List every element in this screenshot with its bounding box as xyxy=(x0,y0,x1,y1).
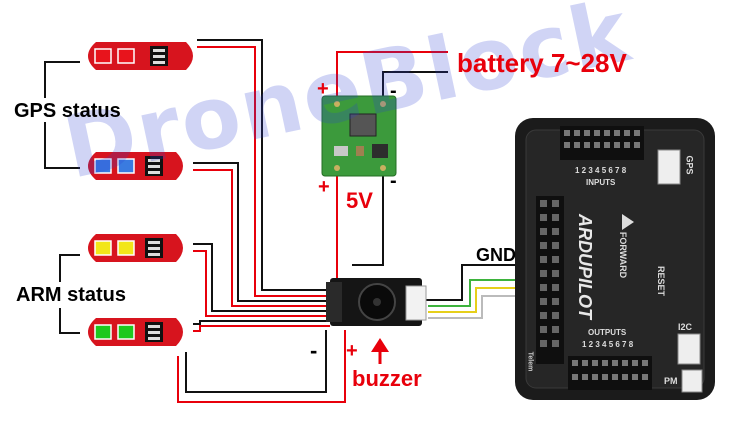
gps-group-line-top xyxy=(44,61,80,98)
outputs-numbers: 1 2 3 4 5 6 7 8 xyxy=(582,340,634,349)
forward-label: FORWARD xyxy=(618,231,629,279)
buzzer-module xyxy=(326,278,427,326)
gps-group-line-bottom xyxy=(44,122,80,169)
outputs-label: OUTPUTS xyxy=(588,328,627,337)
five-volt-label: 5V xyxy=(346,188,373,213)
inputs-numbers: 1 2 3 4 5 6 7 8 xyxy=(575,166,627,175)
ardupilot-brand: ARDUPILOT xyxy=(575,214,595,319)
buzzer-label: buzzer xyxy=(352,366,422,391)
battery-label: battery 7~28V xyxy=(457,48,627,78)
i2c-connector xyxy=(677,333,701,365)
gnd-wire xyxy=(420,264,560,301)
led2-wire-b xyxy=(193,169,330,307)
led3-wire-a xyxy=(193,243,330,312)
arm-status-label: ARM status xyxy=(16,284,127,306)
flight-controller xyxy=(515,118,715,400)
telem-port-label: Telem xyxy=(526,351,534,372)
led-board-2 xyxy=(88,152,183,180)
gps-connector xyxy=(657,149,681,185)
buzzer-arrow-icon xyxy=(371,338,389,364)
forward-arrow-icon xyxy=(622,214,634,230)
gps-status-label: GPS status xyxy=(14,100,121,122)
gps-port-label: GPS xyxy=(684,155,695,175)
inputs-label: INPUTS xyxy=(586,178,616,187)
minus-mid-label: - xyxy=(390,170,397,192)
led-board-1 xyxy=(88,42,193,70)
signal-wire-green xyxy=(428,279,552,307)
gnd-label: GND xyxy=(476,245,516,265)
led-board-3 xyxy=(88,234,183,262)
arm-group-line-bottom xyxy=(59,308,80,334)
pm-connector xyxy=(681,369,703,393)
regulator-gnd-wire xyxy=(352,176,384,266)
arm-group-line-top xyxy=(59,254,80,282)
led-1-left xyxy=(94,48,112,64)
led2-wire-a xyxy=(193,162,330,302)
led-board-4 xyxy=(88,318,183,346)
signal-wire-yellow xyxy=(428,287,552,313)
voltage-regulator xyxy=(321,95,397,177)
battery-minus-wire xyxy=(382,71,448,98)
led4-wire-a xyxy=(193,320,330,325)
plus-top-label: + xyxy=(317,78,329,100)
led-1-right xyxy=(117,48,135,64)
minus-top-label: - xyxy=(390,80,397,102)
plus-bottom-label: + xyxy=(346,340,358,362)
reset-label: RESET xyxy=(656,265,667,297)
led1-wire-b xyxy=(197,46,330,297)
plus-mid-label: + xyxy=(318,176,330,198)
i2c-port-label: I2C xyxy=(678,322,693,332)
led3-wire-b xyxy=(193,250,330,317)
led4-wire-b xyxy=(193,325,330,332)
led1-wire-a xyxy=(197,39,330,291)
bottom-black-wire xyxy=(185,330,327,393)
bottom-red-wire xyxy=(177,330,346,403)
pm-port-label: PM xyxy=(664,376,678,386)
battery-plus-wire xyxy=(336,51,448,96)
minus-bottom-label: - xyxy=(310,338,318,363)
